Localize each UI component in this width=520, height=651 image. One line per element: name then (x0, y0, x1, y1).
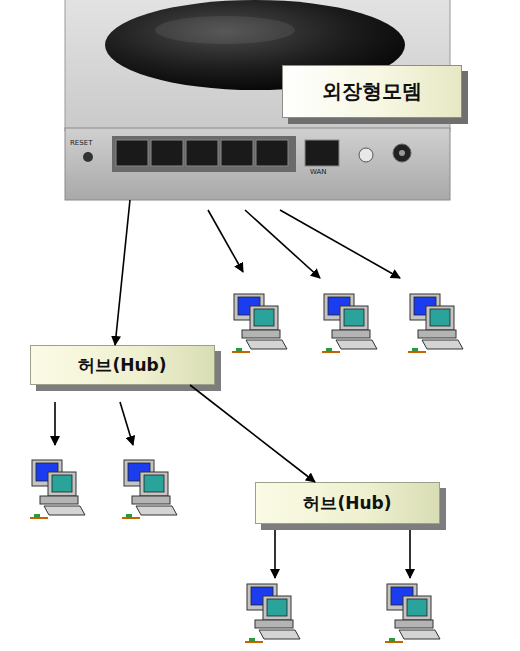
computer-icon (30, 460, 85, 518)
modem-label: 외장형모뎀 (282, 65, 462, 118)
hub-box: 허브(Hub) (255, 482, 440, 524)
computer-icon (232, 294, 287, 352)
computer-icon (122, 460, 177, 518)
computer-icons (30, 294, 463, 642)
computer-icon (322, 294, 377, 352)
link-arrow (190, 385, 315, 482)
modem-node: 외장형모뎀 (65, 0, 445, 200)
hub-label: 허브(Hub) (78, 354, 166, 377)
port-label: WAN (310, 168, 327, 176)
computer-icon (245, 584, 300, 642)
port-label: RESET (70, 139, 92, 147)
computer-icon (385, 584, 440, 642)
link-arrow (115, 200, 130, 345)
hub-label: 허브(Hub) (303, 492, 391, 515)
computer-icon (408, 294, 463, 352)
hub-box: 허브(Hub) (30, 345, 215, 385)
